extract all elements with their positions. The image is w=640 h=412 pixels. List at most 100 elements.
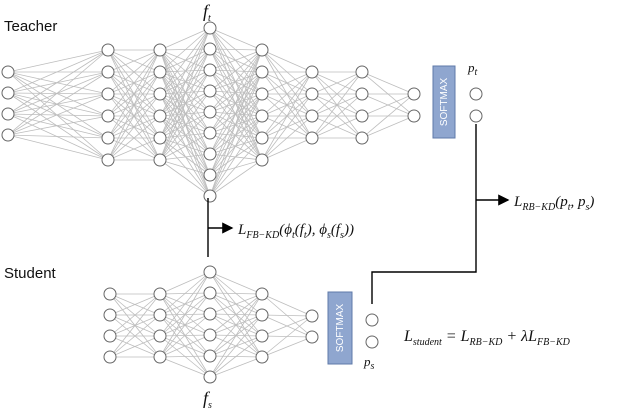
teacher-node bbox=[101, 131, 115, 145]
teacher-edge bbox=[311, 93, 363, 139]
teacher-edge bbox=[159, 27, 211, 51]
teacher-edge bbox=[209, 27, 263, 95]
student-node bbox=[255, 350, 269, 364]
student-edge bbox=[209, 292, 263, 295]
teacher-edge bbox=[261, 71, 313, 117]
student-node bbox=[153, 308, 167, 322]
student-node bbox=[203, 349, 217, 363]
teacher-edge bbox=[7, 71, 109, 161]
teacher-node bbox=[203, 126, 217, 140]
teacher-edge bbox=[209, 115, 263, 197]
student-node bbox=[103, 329, 117, 343]
teacher-node bbox=[101, 109, 115, 123]
student-edge bbox=[159, 271, 211, 295]
teacher-node bbox=[153, 65, 167, 79]
teacher-node bbox=[1, 128, 15, 142]
student-label: Student bbox=[4, 265, 57, 282]
teacher-node bbox=[101, 43, 115, 57]
student-edge bbox=[209, 335, 263, 378]
student-edge bbox=[209, 293, 263, 315]
student-edge bbox=[261, 314, 313, 317]
teacher-node bbox=[1, 107, 15, 121]
teacher-edge bbox=[107, 137, 161, 161]
student-edge bbox=[159, 334, 211, 358]
teacher-edge bbox=[159, 49, 211, 71]
rb-kd-connector-teacher bbox=[371, 124, 477, 304]
teacher-edge bbox=[7, 134, 109, 139]
teacher-edge bbox=[7, 113, 109, 139]
svg-text:SOFTMAX: SOFTMAX bbox=[335, 304, 346, 353]
teacher-edge bbox=[209, 48, 263, 117]
teacher-edge bbox=[7, 49, 109, 73]
teacher-edge bbox=[261, 115, 313, 161]
teacher-edge bbox=[159, 48, 211, 161]
teacher-edge bbox=[159, 27, 211, 95]
teacher-edge bbox=[7, 49, 109, 115]
student-softmax-block: SOFTMAX bbox=[327, 291, 353, 365]
teacher-node bbox=[355, 109, 369, 123]
teacher-edge bbox=[159, 71, 211, 134]
teacher-edge bbox=[159, 27, 211, 161]
teacher-edge bbox=[209, 48, 263, 95]
teacher-edge bbox=[7, 49, 109, 136]
student-edge bbox=[109, 293, 161, 337]
teacher-edge bbox=[159, 132, 211, 161]
teacher-edge bbox=[107, 71, 161, 161]
teacher-edge bbox=[261, 71, 313, 95]
student-edge bbox=[261, 315, 313, 358]
teacher-edge bbox=[159, 27, 211, 139]
teacher-edge bbox=[261, 137, 313, 161]
student-total-loss: Lstudent = LRB−KD + λLFB−KD bbox=[403, 328, 571, 348]
student-node bbox=[203, 265, 217, 279]
teacher-edge bbox=[7, 93, 109, 115]
teacher-edge bbox=[261, 93, 313, 161]
student-edge bbox=[209, 293, 263, 357]
teacher-edge bbox=[159, 159, 211, 197]
teacher-edge bbox=[159, 153, 211, 161]
teacher-edge bbox=[209, 90, 263, 161]
teacher-network-nodes bbox=[1, 21, 483, 203]
teacher-node bbox=[203, 84, 217, 98]
teacher-edge bbox=[107, 49, 161, 139]
teacher-node bbox=[305, 109, 319, 123]
teacher-edge bbox=[7, 71, 109, 139]
teacher-node bbox=[255, 43, 269, 57]
teacher-node bbox=[203, 21, 217, 35]
student-edge bbox=[159, 313, 211, 358]
teacher-edge bbox=[159, 93, 211, 134]
student-edge bbox=[209, 314, 263, 378]
student-node bbox=[203, 328, 217, 342]
teacher-edge bbox=[209, 71, 263, 197]
teacher-edge bbox=[209, 90, 263, 139]
student-edge bbox=[109, 314, 161, 358]
teacher-edge bbox=[209, 69, 263, 139]
teacher-node bbox=[255, 65, 269, 79]
teacher-edge bbox=[209, 159, 263, 197]
teacher-node bbox=[203, 63, 217, 77]
teacher-node bbox=[203, 42, 217, 56]
teacher-node bbox=[203, 189, 217, 203]
teacher-edge bbox=[159, 71, 211, 92]
teacher-edge bbox=[7, 71, 109, 94]
teacher-edge bbox=[159, 69, 211, 161]
teacher-node bbox=[1, 65, 15, 79]
svg-text:SOFTMAX: SOFTMAX bbox=[439, 78, 450, 127]
student-node bbox=[203, 370, 217, 384]
teacher-edge bbox=[159, 27, 211, 73]
teacher-network-edges bbox=[7, 27, 415, 197]
student-edge bbox=[109, 335, 161, 358]
teacher-node bbox=[203, 105, 217, 119]
student-edge bbox=[109, 293, 161, 316]
teacher-node bbox=[101, 87, 115, 101]
rb-kd-loss: LRB−KD(pt, ps) bbox=[513, 194, 594, 213]
student-edge bbox=[209, 293, 263, 378]
student-network-edges bbox=[109, 271, 313, 378]
teacher-output-node bbox=[469, 109, 483, 123]
teacher-edge bbox=[159, 115, 211, 176]
teacher-edge bbox=[7, 115, 109, 136]
student-network-nodes bbox=[103, 265, 379, 384]
teacher-edge bbox=[361, 71, 415, 95]
teacher-edge bbox=[159, 159, 211, 176]
teacher-edge bbox=[7, 92, 109, 95]
